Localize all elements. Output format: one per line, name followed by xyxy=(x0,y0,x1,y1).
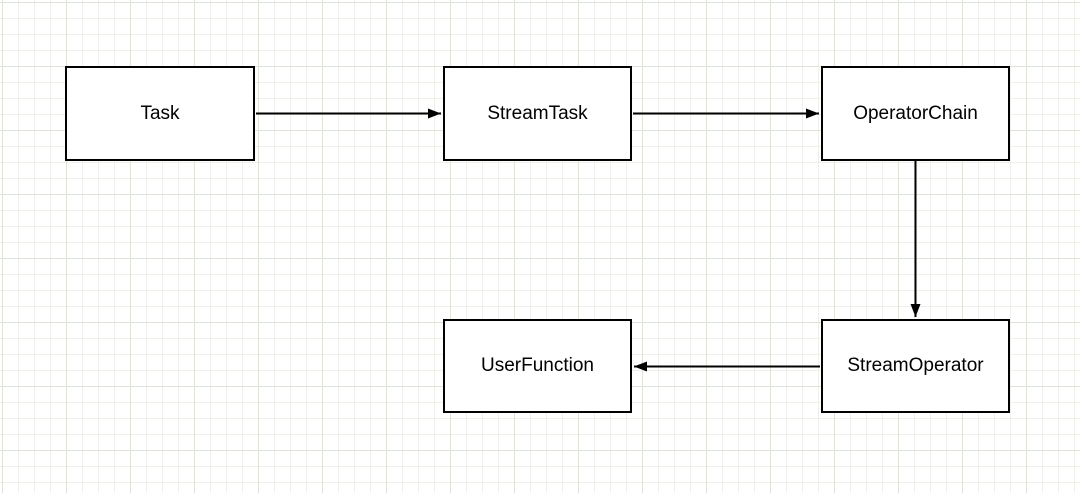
node-stream-task[interactable]: StreamTask xyxy=(443,66,632,161)
node-task-label: Task xyxy=(140,102,180,124)
node-user-function-label: UserFunction xyxy=(481,355,594,376)
node-operator-chain[interactable]: OperatorChain xyxy=(821,66,1010,161)
node-task[interactable]: Task xyxy=(65,66,255,161)
node-user-function[interactable]: UserFunction xyxy=(443,319,632,413)
node-stream-task-label: StreamTask xyxy=(487,102,588,124)
node-stream-operator[interactable]: StreamOperator xyxy=(821,319,1010,413)
node-stream-operator-label: StreamOperator xyxy=(847,355,984,376)
node-operator-chain-label: OperatorChain xyxy=(853,102,978,124)
